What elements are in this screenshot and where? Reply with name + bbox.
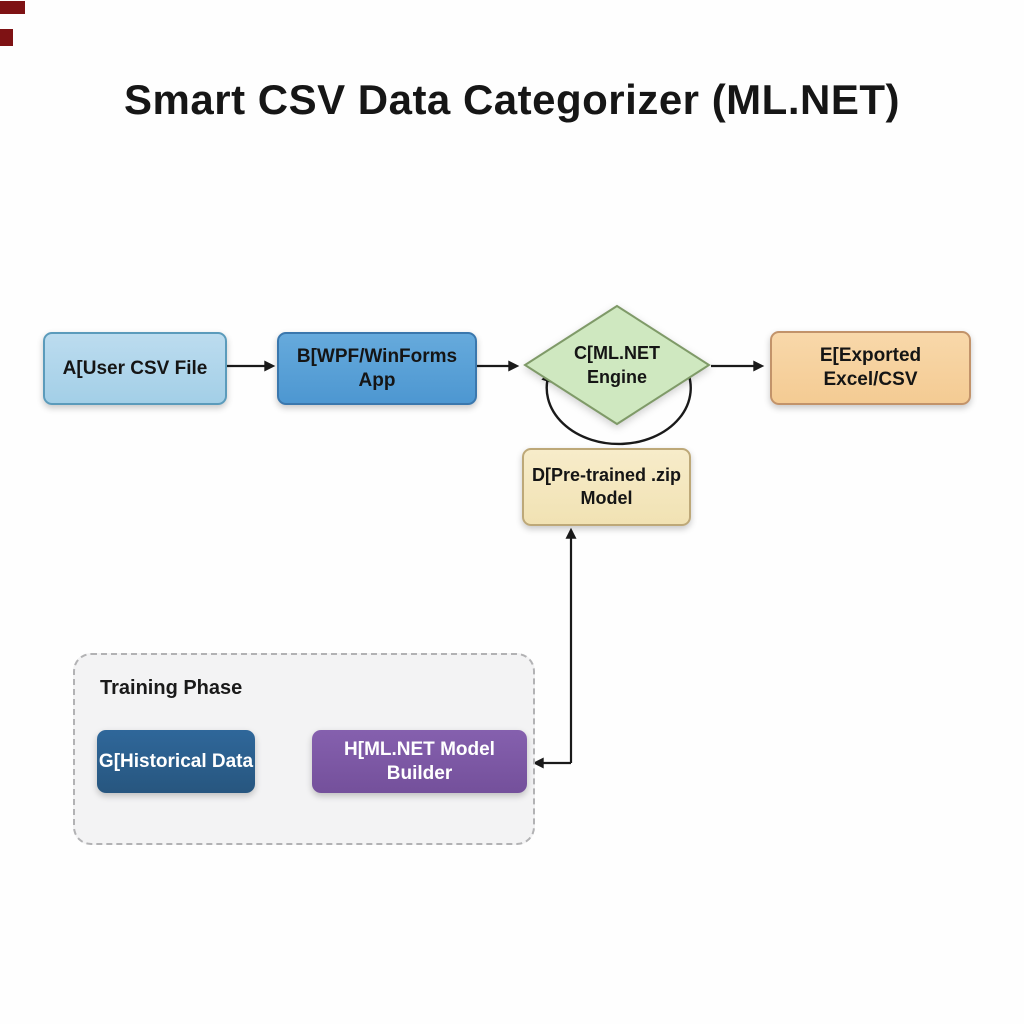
node-exported-excel-csv: E[Exported Excel/CSV [770,331,971,405]
node-wpf-winforms-app-label: B[WPF/WinForms App [296,345,458,391]
corner-artifact [0,1,25,14]
node-mlnet-model-builder: H[ML.NET Model Builder [312,730,527,793]
node-pretrained-zip-model: D[Pre-trained .zip Model [522,448,691,526]
model-label-line2: Model [580,488,633,508]
node-pretrained-zip-model-label: D[Pre-trained .zip Model [532,464,681,511]
node-wpf-winforms-app: B[WPF/WinForms App [277,332,477,405]
model-label-line1: D[Pre-trained .zip [531,464,682,485]
engine-label-line1: C[ML.NET [574,342,660,363]
node-mlnet-model-builder-label: H[ML.NET Model Builder [344,738,495,784]
diamond-shape [523,304,711,426]
node-historical-data-label: G[Historical Data [98,750,254,772]
node-exported-excel-csv-label: E[Exported Excel/CSV [819,345,922,390]
engine-label-line2: Engine [586,367,647,387]
node-historical-data: G[Historical Data [97,730,255,793]
node-mlnet-engine: C[ML.NET Engine [522,303,712,427]
corner-artifact [0,29,13,46]
node-user-csv-file: A[User CSV File [43,332,227,405]
diagram-title: Smart CSV Data Categorizer (ML.NET) [124,76,900,123]
node-user-csv-file-label: A[User CSV File [62,357,208,379]
training-phase-label: Training Phase [100,677,243,699]
node-mlnet-engine-label: C[ML.NET Engine [522,303,712,427]
